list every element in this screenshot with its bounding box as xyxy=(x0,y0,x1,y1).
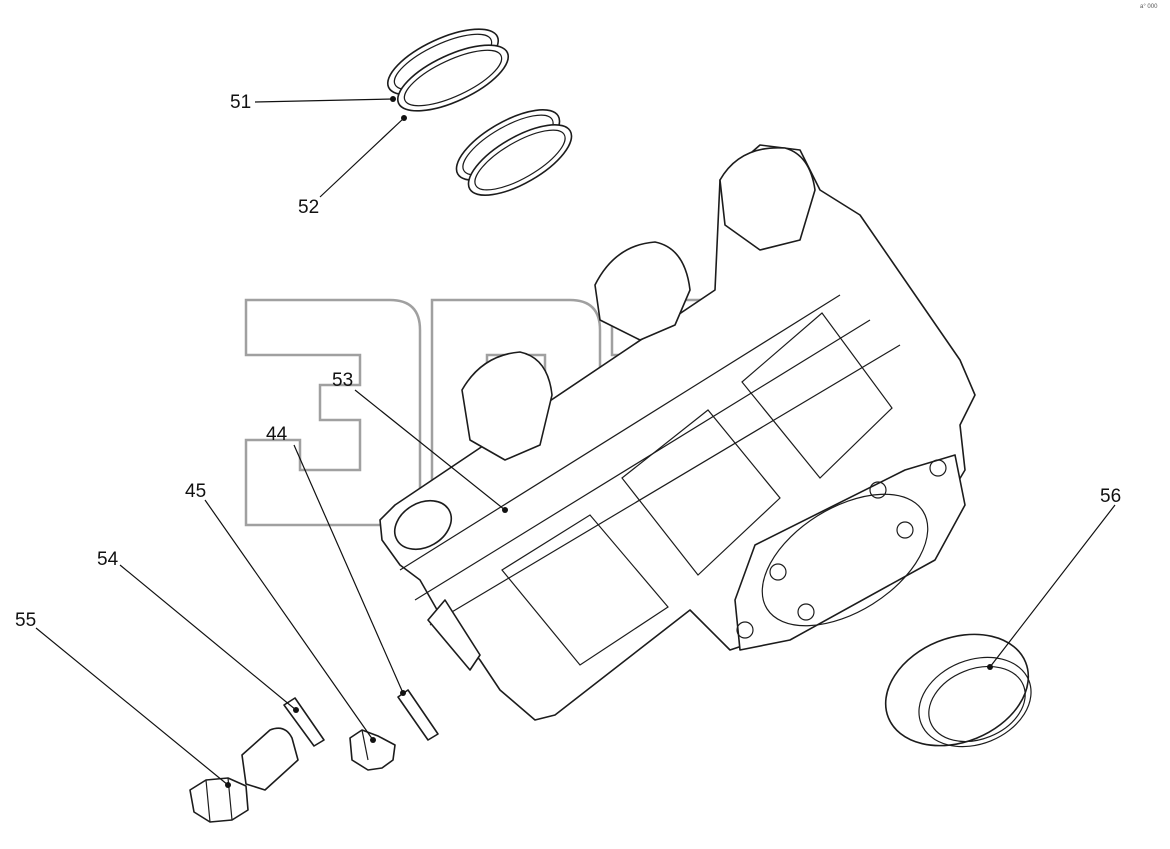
callout-56: 56 xyxy=(1100,486,1121,507)
callout-55: 55 xyxy=(15,610,36,631)
callout-52: 52 xyxy=(298,197,319,218)
leader-lines xyxy=(35,96,1116,788)
callout-51: 51 xyxy=(230,92,251,113)
seal-ring-lower xyxy=(455,109,573,196)
callout-54: 54 xyxy=(97,549,119,570)
callout-45: 45 xyxy=(185,481,206,502)
corner-mark: a° 000 xyxy=(1140,4,1158,10)
bearing-ring xyxy=(884,633,1032,748)
pin-part xyxy=(397,689,439,741)
seal-ring-upper xyxy=(386,28,510,112)
callout-44: 44 xyxy=(266,424,288,445)
plug-shaft xyxy=(189,727,299,823)
nut-fitting xyxy=(349,729,396,771)
valve-body-housing xyxy=(379,144,976,721)
callout-labels: 51 52 53 44 45 54 55 56 xyxy=(15,92,1121,631)
callout-53: 53 xyxy=(332,370,353,391)
